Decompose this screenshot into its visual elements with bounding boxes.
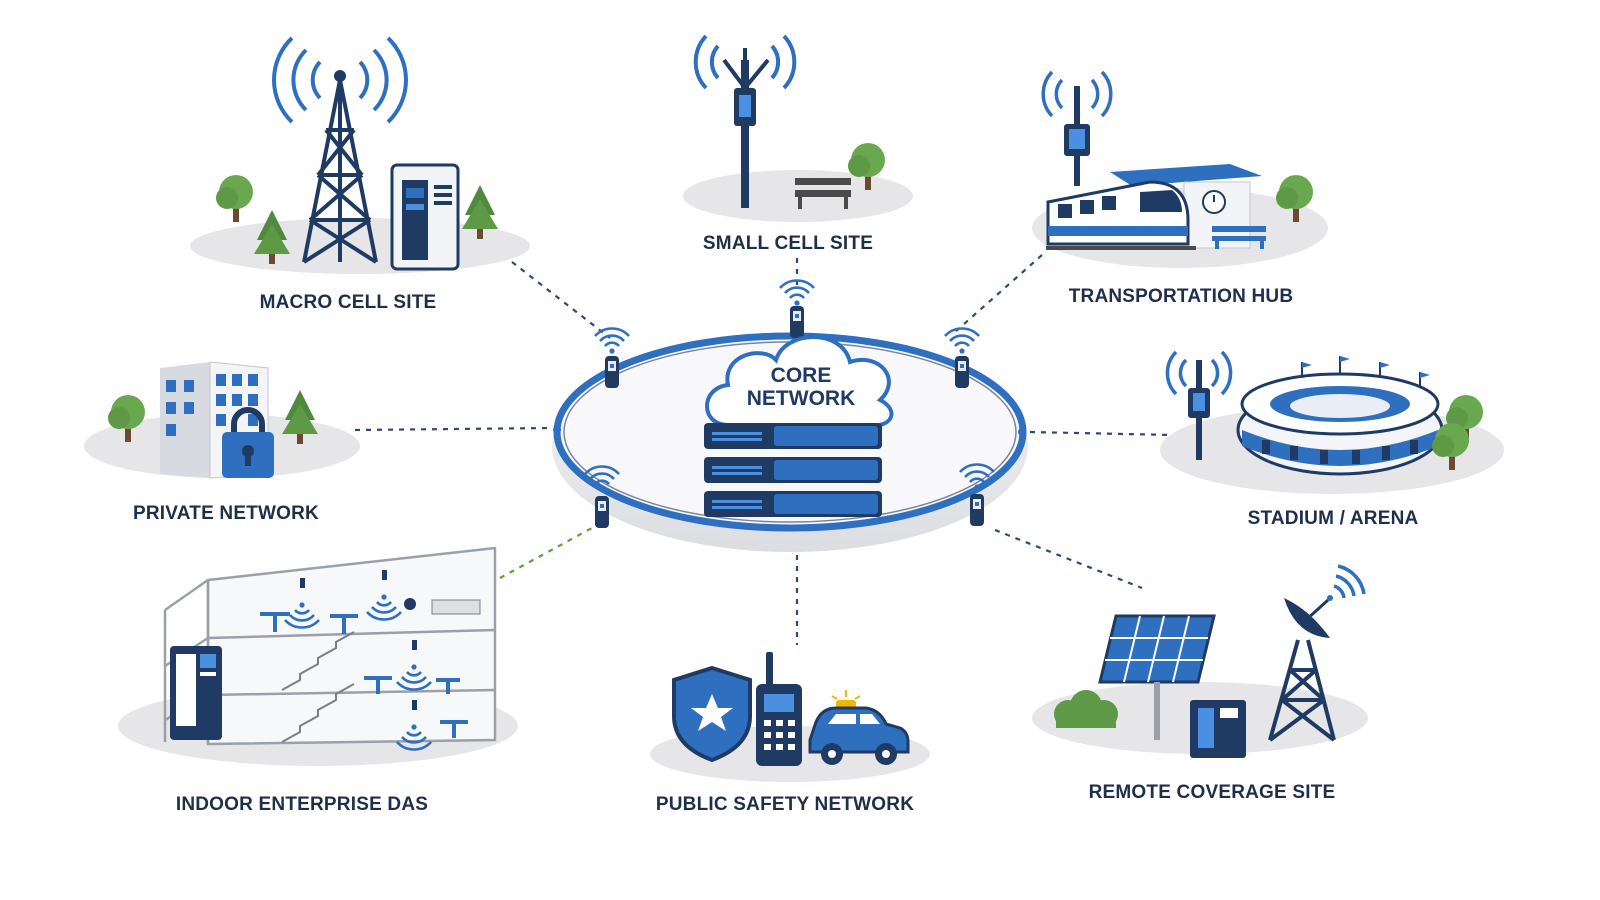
remote-cabinet-icon (1190, 700, 1246, 758)
connector-indoor (499, 527, 593, 579)
connector-private (354, 426, 553, 432)
stadium-signal-icon (1165, 350, 1233, 396)
macro-signal-icon (272, 36, 408, 124)
hub-signal-icon (1041, 70, 1113, 118)
lattice-tower-icon (302, 79, 378, 264)
radio-icon (756, 652, 802, 766)
office-furniture-icon (260, 599, 481, 738)
stadium-arena (1160, 350, 1504, 494)
server-stack-icon (704, 423, 882, 517)
small-cell-signal-icon (693, 34, 797, 90)
bench-icon (795, 178, 851, 209)
satellite-tower-icon (1268, 639, 1336, 742)
connector-stadium (1029, 430, 1173, 437)
private-network (84, 361, 360, 479)
bush-icon (1054, 690, 1118, 728)
core-label-line1: CORE (770, 364, 832, 387)
remote-coverage-site (1032, 564, 1368, 758)
stadium-icon (1236, 356, 1444, 476)
stadium-arena-label: STADIUM / ARENA (1247, 508, 1419, 529)
macro-cell-site-label: MACRO CELL SITE (259, 292, 437, 313)
public-safety-network-label: PUBLIC SAFETY NETWORK (655, 794, 915, 815)
core-network-label: CORE NETWORK (747, 364, 856, 410)
remote-coverage-site-label: REMOTE COVERAGE SITE (1088, 782, 1336, 803)
connector-transport (954, 254, 1043, 333)
das-cabinet-icon (170, 646, 222, 740)
connector-remote (994, 528, 1143, 590)
bench-icon (1212, 226, 1266, 249)
transportation-hub (1032, 70, 1328, 268)
shield-star-icon (672, 665, 752, 763)
macro-cell-site (190, 36, 530, 274)
cloud-icon (705, 335, 894, 428)
connector-macro (511, 261, 611, 339)
train-icon (1046, 180, 1196, 250)
indoor-enterprise-das-label: INDOOR ENTERPRISE DAS (175, 794, 429, 815)
transportation-hub-label: TRANSPORTATION HUB (1068, 286, 1294, 307)
lock-icon (222, 407, 274, 478)
stairs-icon (281, 631, 355, 743)
das-antenna-icon (283, 570, 433, 751)
core-label-line2: NETWORK (746, 387, 856, 410)
small-cell-site (683, 34, 913, 222)
small-cell-site-label: SMALL CELL SITE (702, 233, 874, 254)
ring-node-n (778, 279, 816, 338)
police-car-icon (808, 690, 910, 765)
public-safety-network (650, 652, 930, 782)
satellite-dish-icon (1284, 595, 1333, 638)
indoor-enterprise-das (118, 546, 518, 766)
equipment-cabinet-icon (390, 163, 460, 271)
solar-panel-icon (1098, 614, 1216, 740)
remote-signal-icon (1333, 564, 1366, 599)
private-network-label: PRIVATE NETWORK (133, 503, 319, 524)
